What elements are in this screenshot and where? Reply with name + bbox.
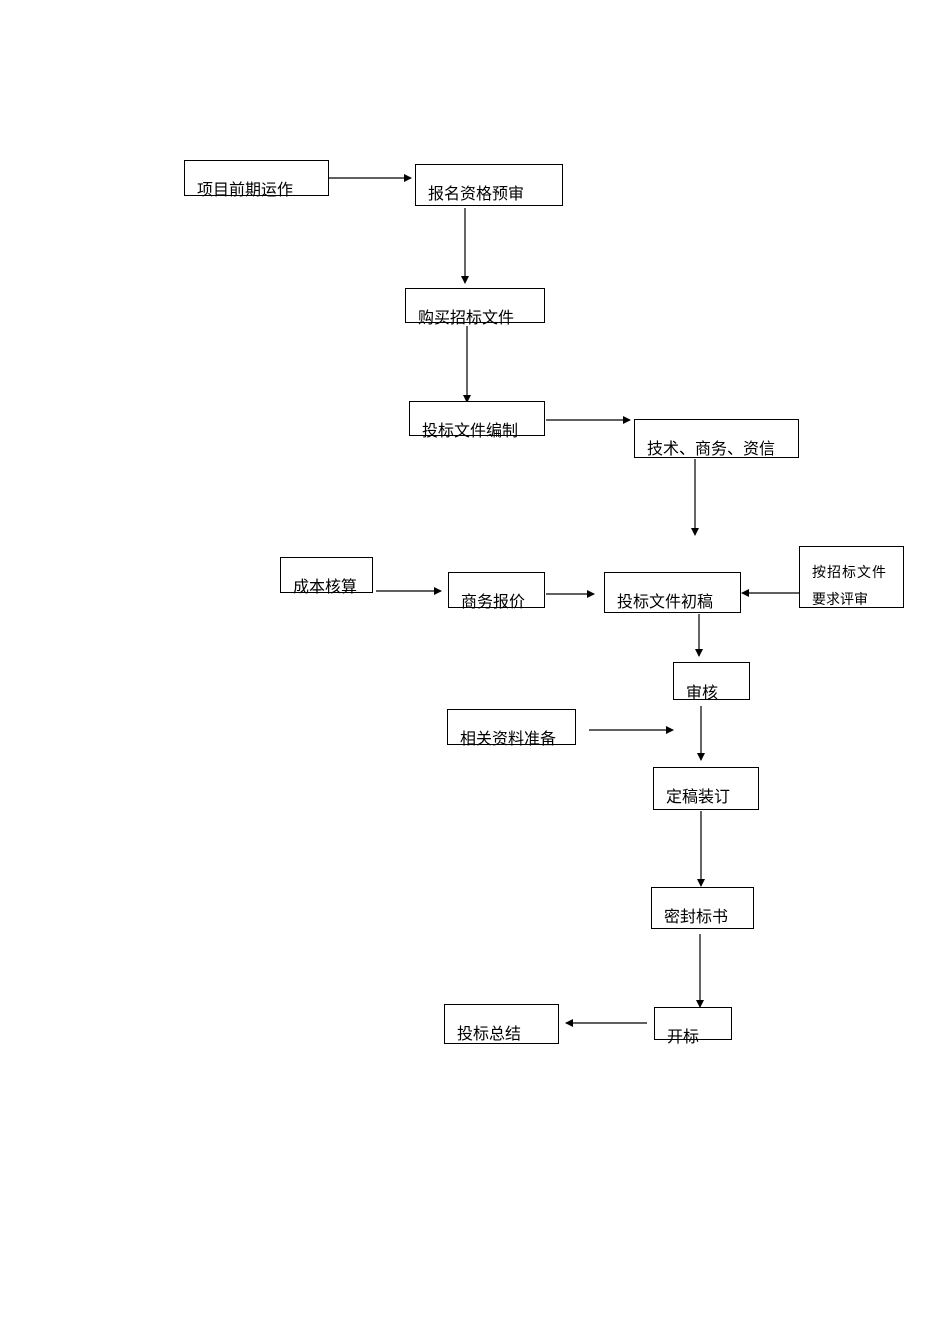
node-purchase-docs-label: 购买招标文件 xyxy=(418,308,515,327)
node-business-quote-label: 商务报价 xyxy=(461,592,526,611)
node-project-prep: 项目前期运作 xyxy=(184,160,329,199)
node-bid-summary: 投标总结 xyxy=(444,1004,559,1044)
node-registration-label: 报名资格预审 xyxy=(428,184,525,203)
node-related-materials-label: 相关资料准备 xyxy=(460,729,557,748)
node-review-by-docs: 按招标文件 要求评审 xyxy=(799,546,904,608)
node-finalize-binding: 定稿装订 xyxy=(653,767,759,810)
node-audit: 审核 xyxy=(673,662,750,702)
node-business-quote: 商务报价 xyxy=(448,572,545,611)
node-cost-accounting-label: 成本核算 xyxy=(293,577,358,596)
node-bid-summary-label: 投标总结 xyxy=(457,1024,522,1043)
node-audit-label: 审核 xyxy=(686,683,719,702)
node-finalize-binding-label: 定稿装订 xyxy=(666,787,731,806)
node-tech-business-label: 技术、商务、资信 xyxy=(647,439,776,458)
node-related-materials: 相关资料准备 xyxy=(447,709,576,748)
node-review-by-docs-label-line1: 按招标文件 xyxy=(812,565,887,581)
node-bid-opening: 开标 xyxy=(654,1007,732,1045)
node-seal-bid: 密封标书 xyxy=(651,887,754,929)
node-bid-draft: 投标文件初稿 xyxy=(604,572,741,613)
node-seal-bid-label: 密封标书 xyxy=(664,907,729,926)
node-bid-draft-label: 投标文件初稿 xyxy=(617,592,714,611)
node-project-prep-label: 项目前期运作 xyxy=(197,180,294,199)
node-registration: 报名资格预审 xyxy=(415,164,563,206)
node-purchase-docs: 购买招标文件 xyxy=(405,288,545,327)
node-cost-accounting: 成本核算 xyxy=(280,557,373,596)
node-review-by-docs-label-line2: 要求评审 xyxy=(812,592,868,608)
node-bid-opening-label: 开标 xyxy=(667,1027,700,1046)
node-tech-business: 技术、商务、资信 xyxy=(634,419,799,458)
node-bid-compilation-label: 投标文件编制 xyxy=(422,421,519,440)
node-bid-compilation: 投标文件编制 xyxy=(409,401,545,440)
